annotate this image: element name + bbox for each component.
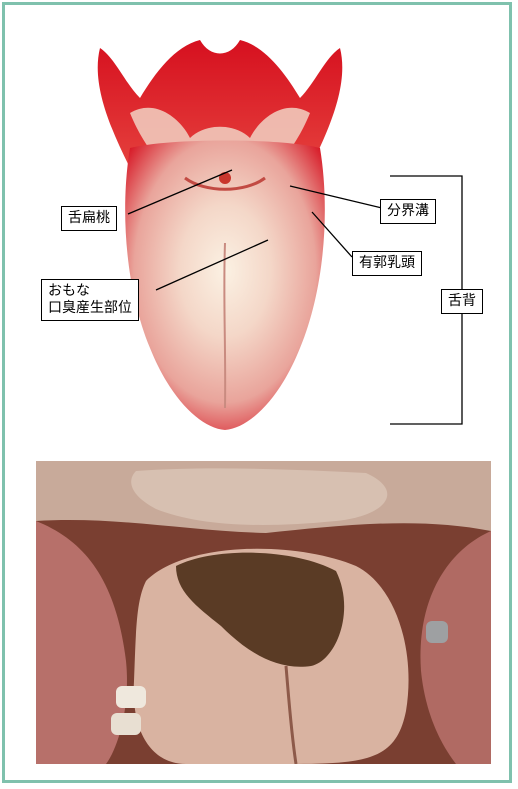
label-main-origin: おもな 口臭産生部位: [41, 279, 139, 321]
tongue-illustration: [60, 28, 390, 438]
mouth-photo: [36, 461, 491, 764]
label-terminal-sulcus: 分界溝: [380, 199, 436, 224]
label-tonsil: 舌扁桃: [61, 206, 117, 231]
label-circumvallate-papillae: 有郭乳頭: [352, 251, 422, 276]
label-dorsum: 舌背: [441, 289, 483, 314]
